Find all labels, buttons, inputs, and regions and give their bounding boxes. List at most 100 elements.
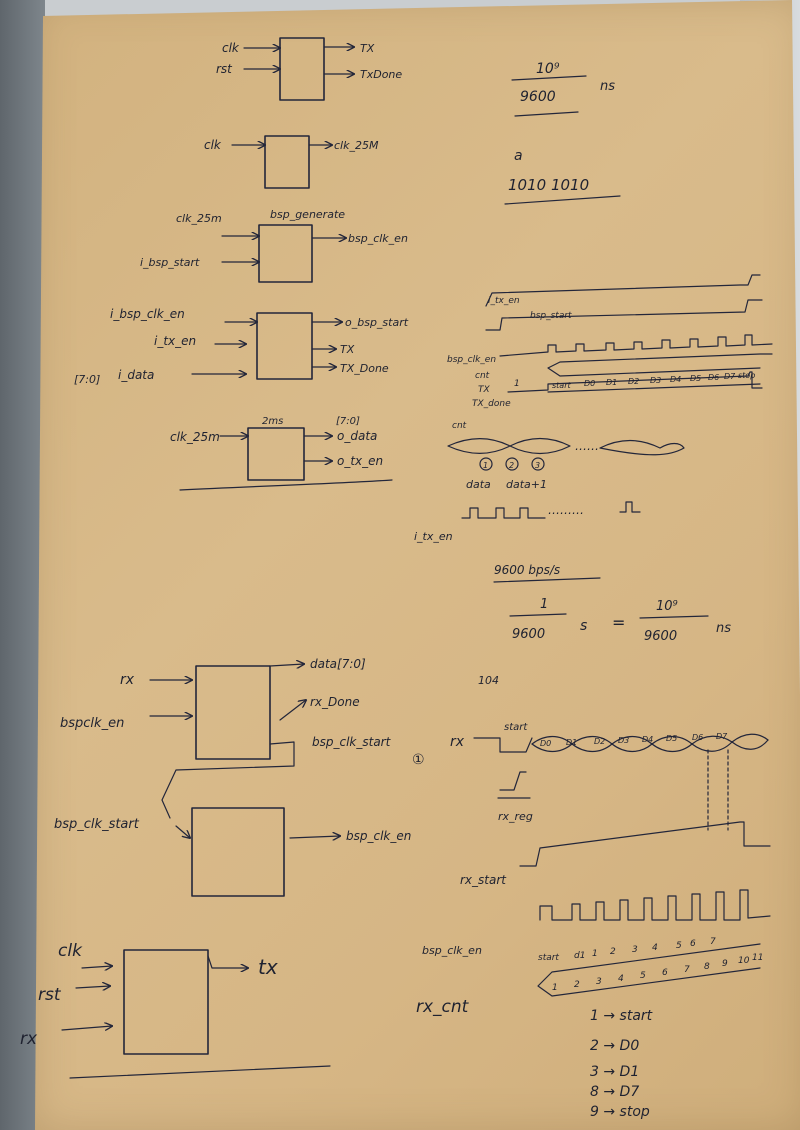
circ-mark: ① (412, 752, 425, 768)
eq-unit: ns (716, 621, 731, 636)
uart-tx-block (256, 312, 313, 380)
t3-cnt-3: 4 (618, 974, 624, 984)
frac-top-unit: ns (600, 79, 615, 94)
tx-top-block (279, 37, 325, 101)
t2-label-0: data (466, 478, 491, 491)
d2-in: clk (204, 138, 222, 152)
divider-line (179, 479, 393, 491)
diagram-data-gen: 2ms [7:0] clk_25m o_data o_tx_en (170, 416, 393, 491)
d1-out-0: TX (360, 42, 375, 55)
wave-rx-bits-bot (531, 739, 769, 753)
t3-label-4: bsp_clk_en (422, 944, 482, 957)
t2-label-1: data+1 (506, 478, 547, 491)
diagram-bsp-generate: bsp_generate clk_25m i_bsp_start bsp_clk… (140, 208, 408, 283)
t3-label-5: rx_cnt (416, 997, 470, 1017)
t3-cnt-8: 9 (722, 959, 728, 969)
rx-feedback-line (161, 741, 295, 819)
wave-rx-start (519, 821, 771, 867)
t3-map-3: 8 → D7 (590, 1084, 639, 1100)
t3-bit-6: D6 (692, 733, 703, 742)
t1-bit-9: D7 (724, 372, 736, 381)
timing-rx: rx start D0 D1 D2 D3 D4 D5 D6 D7 rx_reg … (416, 722, 771, 1120)
d6-in-0: rx (120, 672, 135, 688)
diagram-loopback: clk rst rx tx (20, 941, 331, 1079)
diagram-clk-div: clk clk_25M (204, 135, 379, 189)
d5-out-0: o_data (337, 429, 377, 443)
t3-bit-5: D5 (666, 734, 677, 743)
bsp-clk-block (191, 807, 285, 897)
t3-label-3: rx_start (460, 873, 507, 887)
d5-inner: 2ms (262, 416, 283, 427)
t1-label-0: i_tx_en (488, 296, 520, 306)
t3-bit-1: D1 (566, 738, 577, 747)
t1-bit-1: start (552, 381, 571, 390)
pattern: 1010 1010 (508, 176, 589, 194)
uart-rx-block (195, 665, 271, 760)
diagram-uart-rx: rx bspclk_en data[7:0] rx_Done bsp_clk_s… (60, 657, 392, 819)
d3-title: bsp_generate (270, 208, 345, 221)
d3-out: bsp_clk_en (348, 232, 408, 245)
diagram-tx-top: clk rst TX TxDone (216, 37, 402, 101)
ellipsis-1: …… (575, 439, 599, 453)
d4-out-2: TX_Done (340, 362, 389, 375)
note-a: a (514, 148, 523, 164)
t2-num-1: 2 (509, 461, 514, 470)
d5-bus: [7:0] (336, 416, 360, 427)
t3-cnttop-3: 2 (610, 947, 616, 957)
t3-cnt-9: 10 (738, 956, 750, 966)
t2-num-2: 3 (535, 461, 540, 470)
diagram-uart-tx: i_bsp_clk_en i_tx_en [7:0] i_data o_bsp_… (74, 307, 409, 386)
ellipsis-2: ……… (548, 503, 584, 517)
d8-out: tx (258, 955, 278, 979)
data-bus-shape-2 (599, 439, 685, 456)
d5-in: clk_25m (170, 430, 220, 444)
timing-tx: i_tx_en bsp_start bsp_clk_en cnt TX TX_d… (447, 274, 773, 431)
t1-bit-0: 1 (514, 379, 520, 389)
t1-bit-5: D3 (650, 376, 661, 385)
t3-cnttop-0: start (538, 953, 559, 963)
wave-i-tx-en-2 (461, 507, 546, 519)
t3-label-2: rx_reg (498, 810, 533, 823)
t3-cnt-1: 2 (574, 980, 580, 990)
loopback-block (123, 949, 209, 1055)
paper-sheet (35, 0, 800, 1130)
wave-i-tx-en (485, 274, 761, 307)
baud: 9600 bps/s (494, 563, 560, 577)
t3-cnt-6: 7 (684, 965, 690, 975)
t3-cnttop-8: 7 (710, 937, 716, 947)
data-gen-block (247, 427, 305, 481)
d4-in-1: i_tx_en (154, 334, 196, 348)
t3-bit-4: D4 (642, 735, 653, 744)
wave-cnt (547, 353, 773, 377)
t3-bit-7: D7 (716, 732, 728, 741)
t3-label-1: start (504, 722, 528, 733)
frac-top-den: 9600 (520, 89, 556, 105)
t3-bit-0: D0 (540, 739, 551, 748)
timing-data: …… 1 2 3 data data+1 ……… i_tx_en (414, 437, 685, 543)
t1-bit-7: D5 (690, 374, 701, 383)
t3-map-2: 3 → D1 (590, 1064, 639, 1080)
notes-mid: 9600 bps/s 1 9600 s = 10⁹ 9600 ns 104 ① (412, 563, 731, 768)
t3-cnttop-5: 4 (652, 943, 658, 953)
d7-out: bsp_clk_en (346, 829, 411, 843)
eq-den2: 9600 (644, 629, 677, 644)
t3-map-0: 1 → start (590, 1008, 653, 1024)
t3-label-0: rx (450, 734, 465, 750)
d6-out-1: rx_Done (310, 695, 360, 709)
t1-bit-8: D6 (708, 373, 719, 382)
wave-bsp-clk-en-rx (539, 889, 771, 921)
t1-label-1: bsp_start (530, 311, 572, 321)
t3-cnt-7: 8 (704, 962, 710, 972)
eq-num2: 10⁹ (656, 599, 678, 614)
wave-rx-reg-a (499, 771, 527, 791)
t1-label-2: bsp_clk_en (447, 355, 496, 365)
d8-in-0: clk (58, 941, 83, 961)
t1-label-5: TX_done (472, 399, 511, 409)
notes-top: 10⁹ 9600 ns a 1010 1010 (504, 61, 621, 205)
t3-cnttop-1: d1 (574, 951, 585, 961)
wave-tx (507, 371, 763, 393)
d4-bus: [7:0] (74, 373, 100, 386)
d6-out-2: bsp_clk_start (312, 735, 392, 749)
eq-s: s (580, 618, 587, 634)
